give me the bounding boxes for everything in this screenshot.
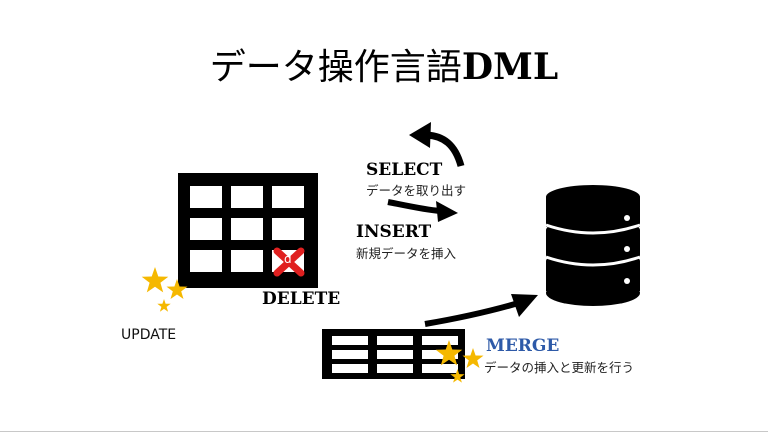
star-icon [141,267,169,293]
delete-label: DELETE [262,289,341,309]
database-icon [545,185,641,306]
select-label: SELECT [366,160,443,180]
star-icon [157,299,171,312]
title-text: データ操作言語 [209,47,462,88]
star-icon [462,348,484,368]
arrow-icon [387,199,458,222]
update-label: UPDATE [121,327,177,343]
star-icon [435,340,463,366]
delete-cell-mark: d [284,252,292,266]
merge-desc: データの挿入と更新を行う [484,360,635,375]
star-icon [166,279,188,299]
cross-icon [273,247,305,277]
star-icon [450,369,465,383]
insert-desc: 新規データを挿入 [356,246,457,261]
divider [0,431,768,432]
arrow-icon [424,294,538,327]
select-desc: データを取り出す [366,183,467,198]
insert-label: INSERT [356,222,432,242]
table-icon [322,329,465,379]
merge-label: MERGE [486,336,560,356]
title-dml: DML [461,46,559,88]
page-title: データ操作言語DML [0,38,768,90]
arrow-icon [409,122,465,168]
